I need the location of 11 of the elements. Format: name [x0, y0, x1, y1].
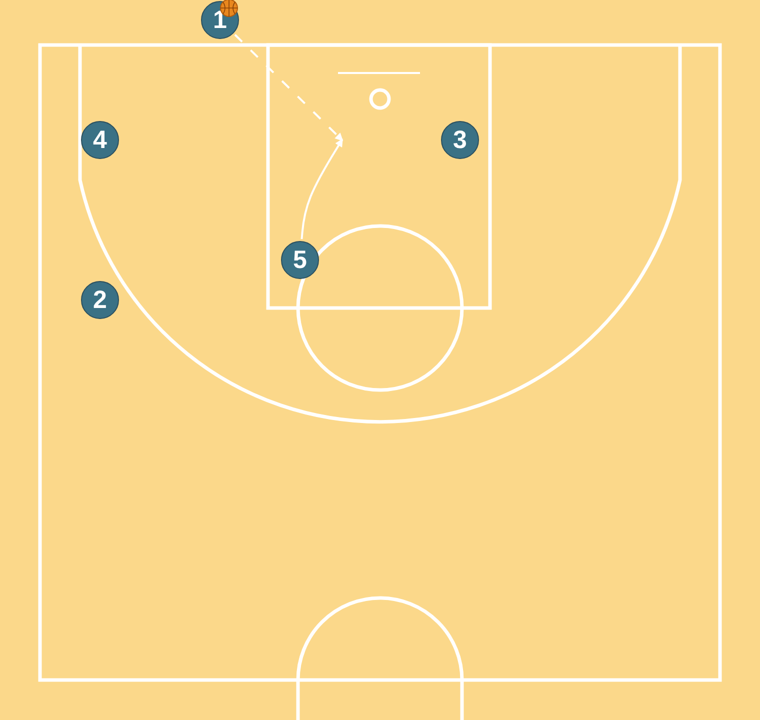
pass-arrow: [234, 34, 344, 142]
player-marker: [441, 121, 479, 159]
cut-arrow: [300, 138, 343, 240]
player-number: 5: [293, 248, 307, 272]
player-number: 4: [93, 128, 107, 152]
player-marker: [281, 241, 319, 279]
player-number: 2: [93, 288, 107, 312]
player-number: 1: [213, 8, 227, 32]
player-marker: [81, 121, 119, 159]
player-number: 3: [453, 128, 467, 152]
player-marker: [81, 281, 119, 319]
